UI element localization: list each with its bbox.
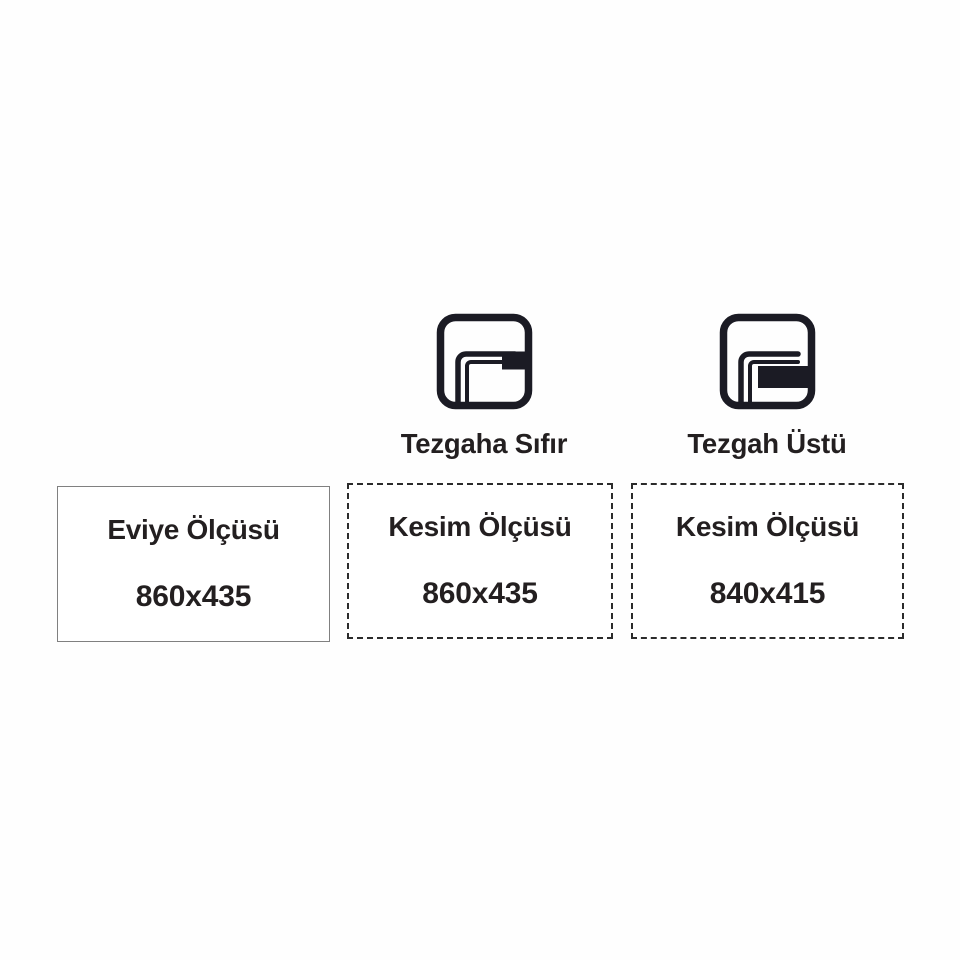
sink-dimension-title: Eviye Ölçüsü: [107, 514, 280, 545]
cutout-dimension-box-top: Kesim Ölçüsü 840x415: [631, 483, 904, 639]
cutout-dimension-value-flush: 860x435: [422, 577, 538, 610]
cutout-dimension-title-top: Kesim Ölçüsü: [675, 511, 860, 542]
flush-mount-sink-icon: [436, 313, 532, 410]
mount-type-flush-label: Tezgaha Sıfır: [400, 428, 568, 459]
top-mount-sink-icon: [719, 313, 815, 410]
sink-dimension-box: Eviye Ölçüsü 860x435: [57, 486, 330, 642]
mount-type-top: Tezgah Üstü: [638, 313, 896, 460]
sink-dimension-value: 860x435: [135, 580, 252, 613]
mount-type-flush: Tezgaha Sıfır: [355, 313, 613, 460]
cutout-dimension-box-flush: Kesim Ölçüsü 860x435: [347, 483, 613, 639]
mount-type-top-label: Tezgah Üstü: [687, 428, 847, 459]
cutout-dimension-value-top: 840x415: [709, 577, 826, 610]
cutout-dimension-title-flush: Kesim Ölçüsü: [388, 511, 572, 542]
